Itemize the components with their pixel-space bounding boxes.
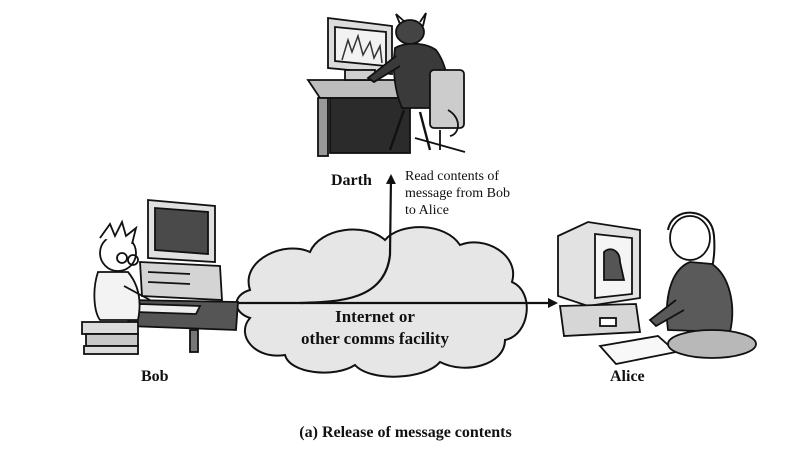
network-label-line: other comms facility [301,329,449,348]
intercept-note-line: to Alice [405,203,449,218]
intercept-note: Read contents of message from Bob to Ali… [405,168,555,219]
darth-label: Darth [331,172,372,189]
intercept-note-line: message from Bob [405,186,510,201]
alice-label: Alice [610,368,645,385]
bob-label: Bob [141,368,169,385]
user-at-computer-icon-alice [557,211,757,365]
intercept-note-line: Read contents of [405,169,500,184]
network-label-line: Internet or [335,307,415,326]
cloud-icon [235,226,528,378]
network-label: Internet or other comms facility [300,306,450,350]
intercept-arrow [299,174,396,305]
user-at-computer-icon-bob [81,199,239,355]
attacker-at-computer-icon [306,12,466,157]
figure-caption: (a) Release of message contents [299,424,512,441]
